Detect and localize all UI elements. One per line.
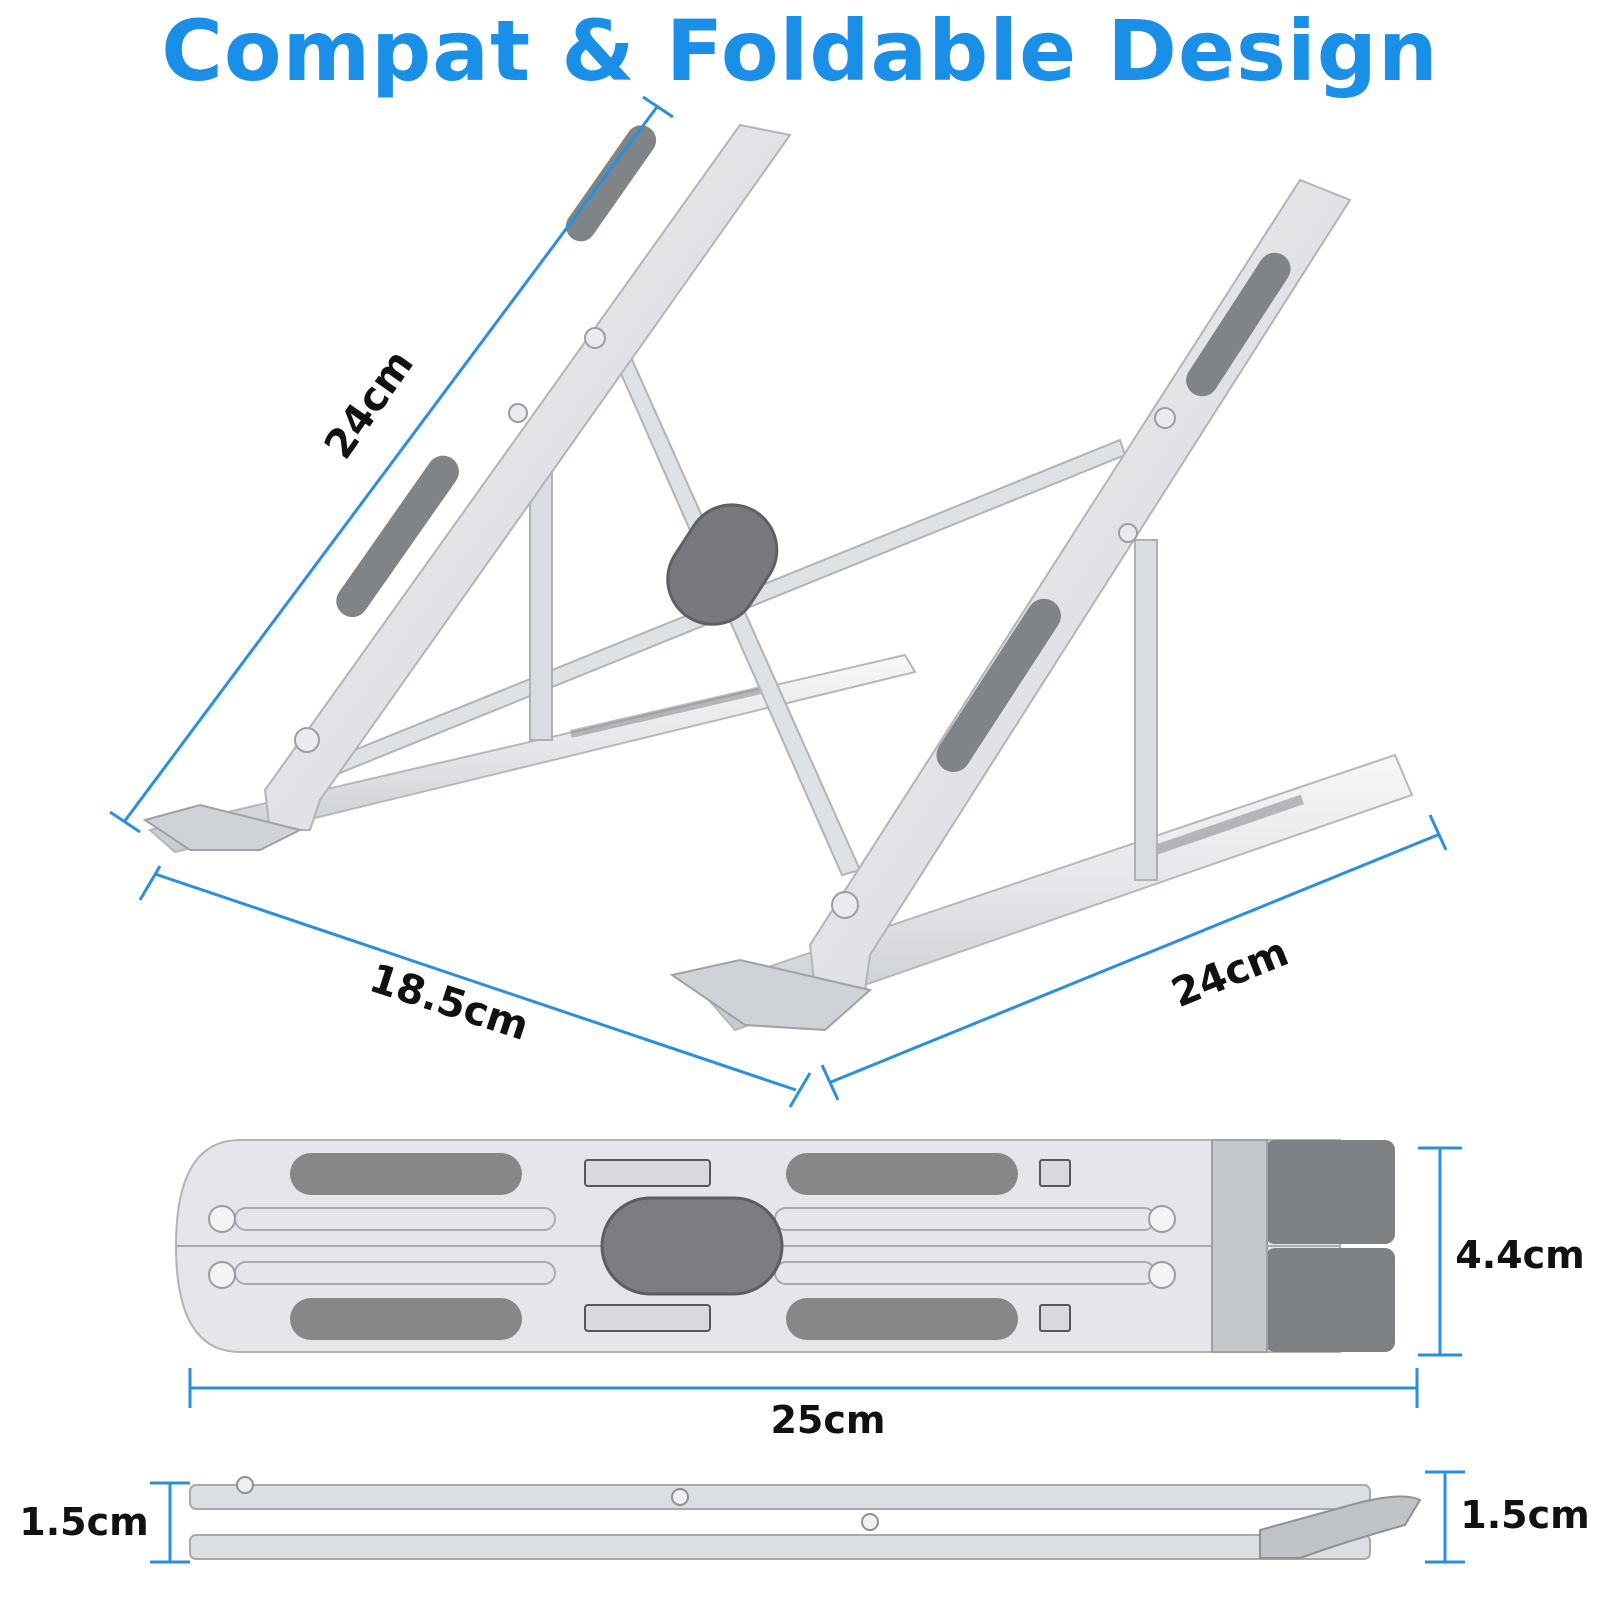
folded-hinge [1211, 1139, 1268, 1353]
dimension-lines-folded [188, 1146, 1462, 1408]
folded-foot-top [1265, 1140, 1395, 1244]
dimension-side-right: 1.5cm [1460, 1493, 1589, 1537]
folded-rivets [208, 1205, 1176, 1289]
back-arm-pads [336, 125, 657, 618]
side-foot-curl [1259, 1495, 1422, 1559]
side-top-plate [189, 1484, 1371, 1510]
side-bottom-plate [189, 1534, 1371, 1560]
pivot-points [294, 327, 1176, 919]
folded-side-view [189, 1476, 1422, 1560]
front-arm-pads [936, 252, 1291, 773]
dimension-open-arm-length: 24cm [316, 342, 423, 468]
back-arm [263, 123, 792, 831]
side-rivets [236, 1476, 879, 1531]
folded-clips [584, 1159, 1071, 1332]
back-foot [142, 803, 303, 851]
front-strut [1134, 539, 1158, 881]
dimension-open-base-length: 24cm [1165, 929, 1294, 1017]
dimension-lines-side [150, 1470, 1465, 1564]
dimension-folded-length: 25cm [770, 1398, 885, 1442]
center-hinge-pad [666, 503, 779, 626]
folded-center-pad [600, 1196, 784, 1296]
dimension-side-left: 1.5cm [19, 1500, 148, 1544]
folded-pads [290, 1153, 1018, 1340]
folded-foot-bottom [1265, 1248, 1395, 1352]
dimension-lines-open [109, 95, 1448, 1108]
rail-vent-slots [570, 682, 1304, 860]
dimension-open-depth: 18.5cm [364, 955, 534, 1049]
front-foot [669, 958, 873, 1032]
folded-top-view [174, 1139, 1395, 1353]
page-title: Compat & Foldable Design [161, 2, 1439, 100]
dimension-folded-width: 4.4cm [1455, 1233, 1584, 1277]
open-stand [142, 123, 1414, 1032]
